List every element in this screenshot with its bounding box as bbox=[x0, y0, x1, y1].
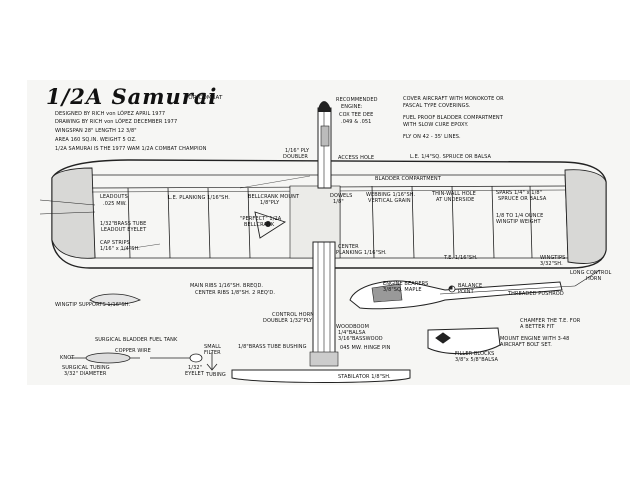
note-line: WITH SLOW CURE EPOXY. bbox=[403, 122, 469, 128]
note-line: FUEL PROOF BLADDER COMPARTMENT bbox=[403, 115, 503, 121]
label-leadouts-2: .025 MW. bbox=[103, 201, 127, 207]
label-threaded-pushrod: THREADED PUSHROD bbox=[508, 291, 564, 297]
label-main-ribs: MAIN RIBS 1/16"SH. BREQD. bbox=[190, 283, 264, 289]
label-surgical-tubing: SURGICAL TUBING bbox=[62, 365, 110, 371]
label-wingtip-weight: 1/8 TO 1/4 OUNCE bbox=[496, 213, 544, 219]
label-engine-bearers: ENGINE BEARERS bbox=[383, 281, 429, 287]
fuselage-boom bbox=[317, 107, 332, 189]
label-filler-blocks-2: 3/8"x 5/8"BALSA bbox=[455, 357, 499, 363]
label-chamfer: CHAMFER THE T.E. FOR bbox=[520, 318, 581, 324]
label-brass-bushing: 1/8"BRASS TUBE BUSHING bbox=[238, 344, 307, 350]
credit-line: DRAWING BY RICH von LÓPEZ DECEMBER 1977 bbox=[55, 119, 178, 125]
left-wingtip bbox=[51, 167, 96, 259]
wingtip-support bbox=[89, 293, 141, 305]
label-boom: WOODBOOM bbox=[336, 324, 369, 330]
bellcrank bbox=[254, 211, 287, 239]
label-hinge-pin: 045 MW. HINGE PIN bbox=[340, 345, 391, 351]
label-cap-strips: CAP STRIPS bbox=[100, 240, 130, 246]
note-line: FLY ON 42 - 35' LINES. bbox=[403, 134, 461, 140]
label-filler-blocks: FILLER BLOCKS bbox=[455, 351, 495, 357]
label-dowels-2: 1/8" bbox=[333, 199, 344, 205]
label-stabilator: STABILATOR 1/8"SH. bbox=[338, 374, 391, 380]
label-brass-tube: 1/32"BRASS TUBE bbox=[100, 221, 147, 227]
spinner bbox=[317, 101, 332, 113]
label-bladder-compartment: BLADDER COMPARTMENT bbox=[375, 176, 441, 182]
label-long-control-horn: LONG CONTROL bbox=[570, 270, 612, 276]
label-long-control-horn-2: HORN bbox=[586, 276, 602, 282]
label-engine-bearers-2: 3/8"SQ. MAPLE bbox=[383, 287, 422, 293]
label-wingtip-weight-2: WINGTIP WEIGHT bbox=[496, 219, 541, 225]
label-knot: KNOT bbox=[60, 355, 75, 361]
plan-subtitle: FOR COMBAT bbox=[185, 95, 223, 101]
label-center-ribs: CENTER RIBS 1/8"SH. 2 REQ'D. bbox=[195, 290, 276, 296]
label-leadouts: LEADOUTS bbox=[100, 194, 128, 200]
fuel-tank-sketch bbox=[70, 352, 218, 371]
label-wingtips-2: 3/32"SH. bbox=[540, 261, 563, 267]
label-le-planking: L.E. PLANKING 1/16"SH. bbox=[168, 195, 230, 201]
label-cap-strips-2: 1/16" x 1/4"SH. bbox=[100, 246, 140, 252]
label-wingtips: WINGTIPS bbox=[540, 255, 566, 261]
credit-line: DESIGNED BY RICH von LÓPEZ APRIL 1977 bbox=[55, 111, 166, 117]
label-chamfer-2: A BETTER FIT bbox=[520, 324, 555, 330]
label-bellcrank-mount-2: 1/8"PLY bbox=[260, 200, 280, 206]
label-boom-2: 1/4"BALSA bbox=[338, 330, 366, 336]
label-dowels: DOWELS bbox=[330, 193, 353, 199]
label-surgical-bladder: SURGICAL BLADDER FUEL TANK bbox=[95, 337, 178, 343]
note-line: FASCAL TYPE COVERINGS. bbox=[403, 103, 471, 109]
label-perfect-bellcrank: "PERFECT" 1/2A bbox=[240, 216, 282, 222]
label-webbing: WEBBING 1/16"SH. bbox=[366, 192, 416, 198]
label-bellcrank-mount: BELLCRANK MOUNT bbox=[248, 194, 300, 200]
note-line: COVER AIRCRAFT WITH MONOKOTE OR bbox=[403, 96, 504, 102]
label-doubler-2: DOUBLER bbox=[283, 154, 308, 160]
label-spars-2: SPRUCE OR BALSA bbox=[498, 196, 547, 202]
label-control-horn-2: DOUBLER 1/32"PLY bbox=[263, 318, 313, 324]
label-small-filter-2: FILTER bbox=[204, 350, 221, 356]
label-balance-point: BALANCE bbox=[458, 283, 483, 289]
credit-line: WINGSPAN 28" LENGTH 12 3/8" bbox=[55, 128, 137, 134]
label-spars: SPARS 1/4" x 1/8" bbox=[496, 190, 543, 196]
label-center-planking-2: PLANKING 1/16"SH. bbox=[336, 250, 387, 256]
label-mount-engine: MOUNT ENGINE WITH 3-48 bbox=[500, 336, 570, 342]
note-line: ENGINE: bbox=[341, 104, 363, 110]
label-balance-point-2: POINT bbox=[458, 289, 474, 295]
note-line: RECOMMENDED bbox=[336, 97, 378, 103]
right-wingtip bbox=[564, 169, 607, 264]
label-thin-wall: THIN-WALL HOLE bbox=[432, 191, 476, 197]
label-thin-wall-2: AT UNDERSIDE bbox=[436, 197, 475, 203]
plan-title: 1/2A Samurai bbox=[46, 84, 218, 109]
label-perfect-bellcrank-2: BELLCRANK bbox=[244, 222, 275, 228]
label-wingtip-supports: WINGTIP SUPPORTS 1/16"SH. bbox=[55, 302, 131, 308]
label-eyelet: 1/32" bbox=[188, 365, 203, 371]
label-doubler: 1/16" PLY bbox=[285, 148, 310, 154]
label-eyelet-2: EYELET bbox=[185, 371, 204, 377]
label-access-hole: ACCESS HOLE bbox=[338, 155, 375, 161]
credit-line: 1/2A SAMURAI IS THE 1977 WAM 1/2A COMBAT… bbox=[55, 146, 207, 152]
credit-line: AREA 160 SQ.IN. WEIGHT 5 OZ. bbox=[55, 137, 137, 143]
label-tubing: TUBING bbox=[206, 372, 226, 378]
label-surgical-tubing-2: 3/32" DIAMETER bbox=[64, 371, 107, 377]
label-brass-tube-2: LEADOUT EYELET bbox=[101, 227, 147, 233]
note-line: COX TEE DEE bbox=[339, 112, 374, 118]
label-basswood: 3/16"BASSWOOD bbox=[338, 336, 383, 342]
filler-block bbox=[427, 327, 501, 355]
side-view-fuselage bbox=[349, 280, 563, 310]
label-small-filter: SMALL bbox=[204, 344, 221, 350]
stabilator bbox=[231, 369, 411, 383]
label-center-planking: CENTER bbox=[338, 244, 359, 250]
label-te: T.E. 1/16"SH. bbox=[444, 255, 478, 261]
label-control-horn: CONTROL HORN bbox=[272, 312, 315, 318]
note-line: .049 & .051 bbox=[341, 119, 372, 125]
label-copper-wire: COPPER WIRE bbox=[115, 348, 151, 354]
label-webbing-2: VERTICAL GRAIN bbox=[368, 198, 411, 204]
label-le: L.E. 1/4"SQ. SPRUCE OR BALSA bbox=[410, 154, 492, 160]
label-mount-engine-2: AIRCRAFT BOLT SET. bbox=[500, 342, 552, 348]
